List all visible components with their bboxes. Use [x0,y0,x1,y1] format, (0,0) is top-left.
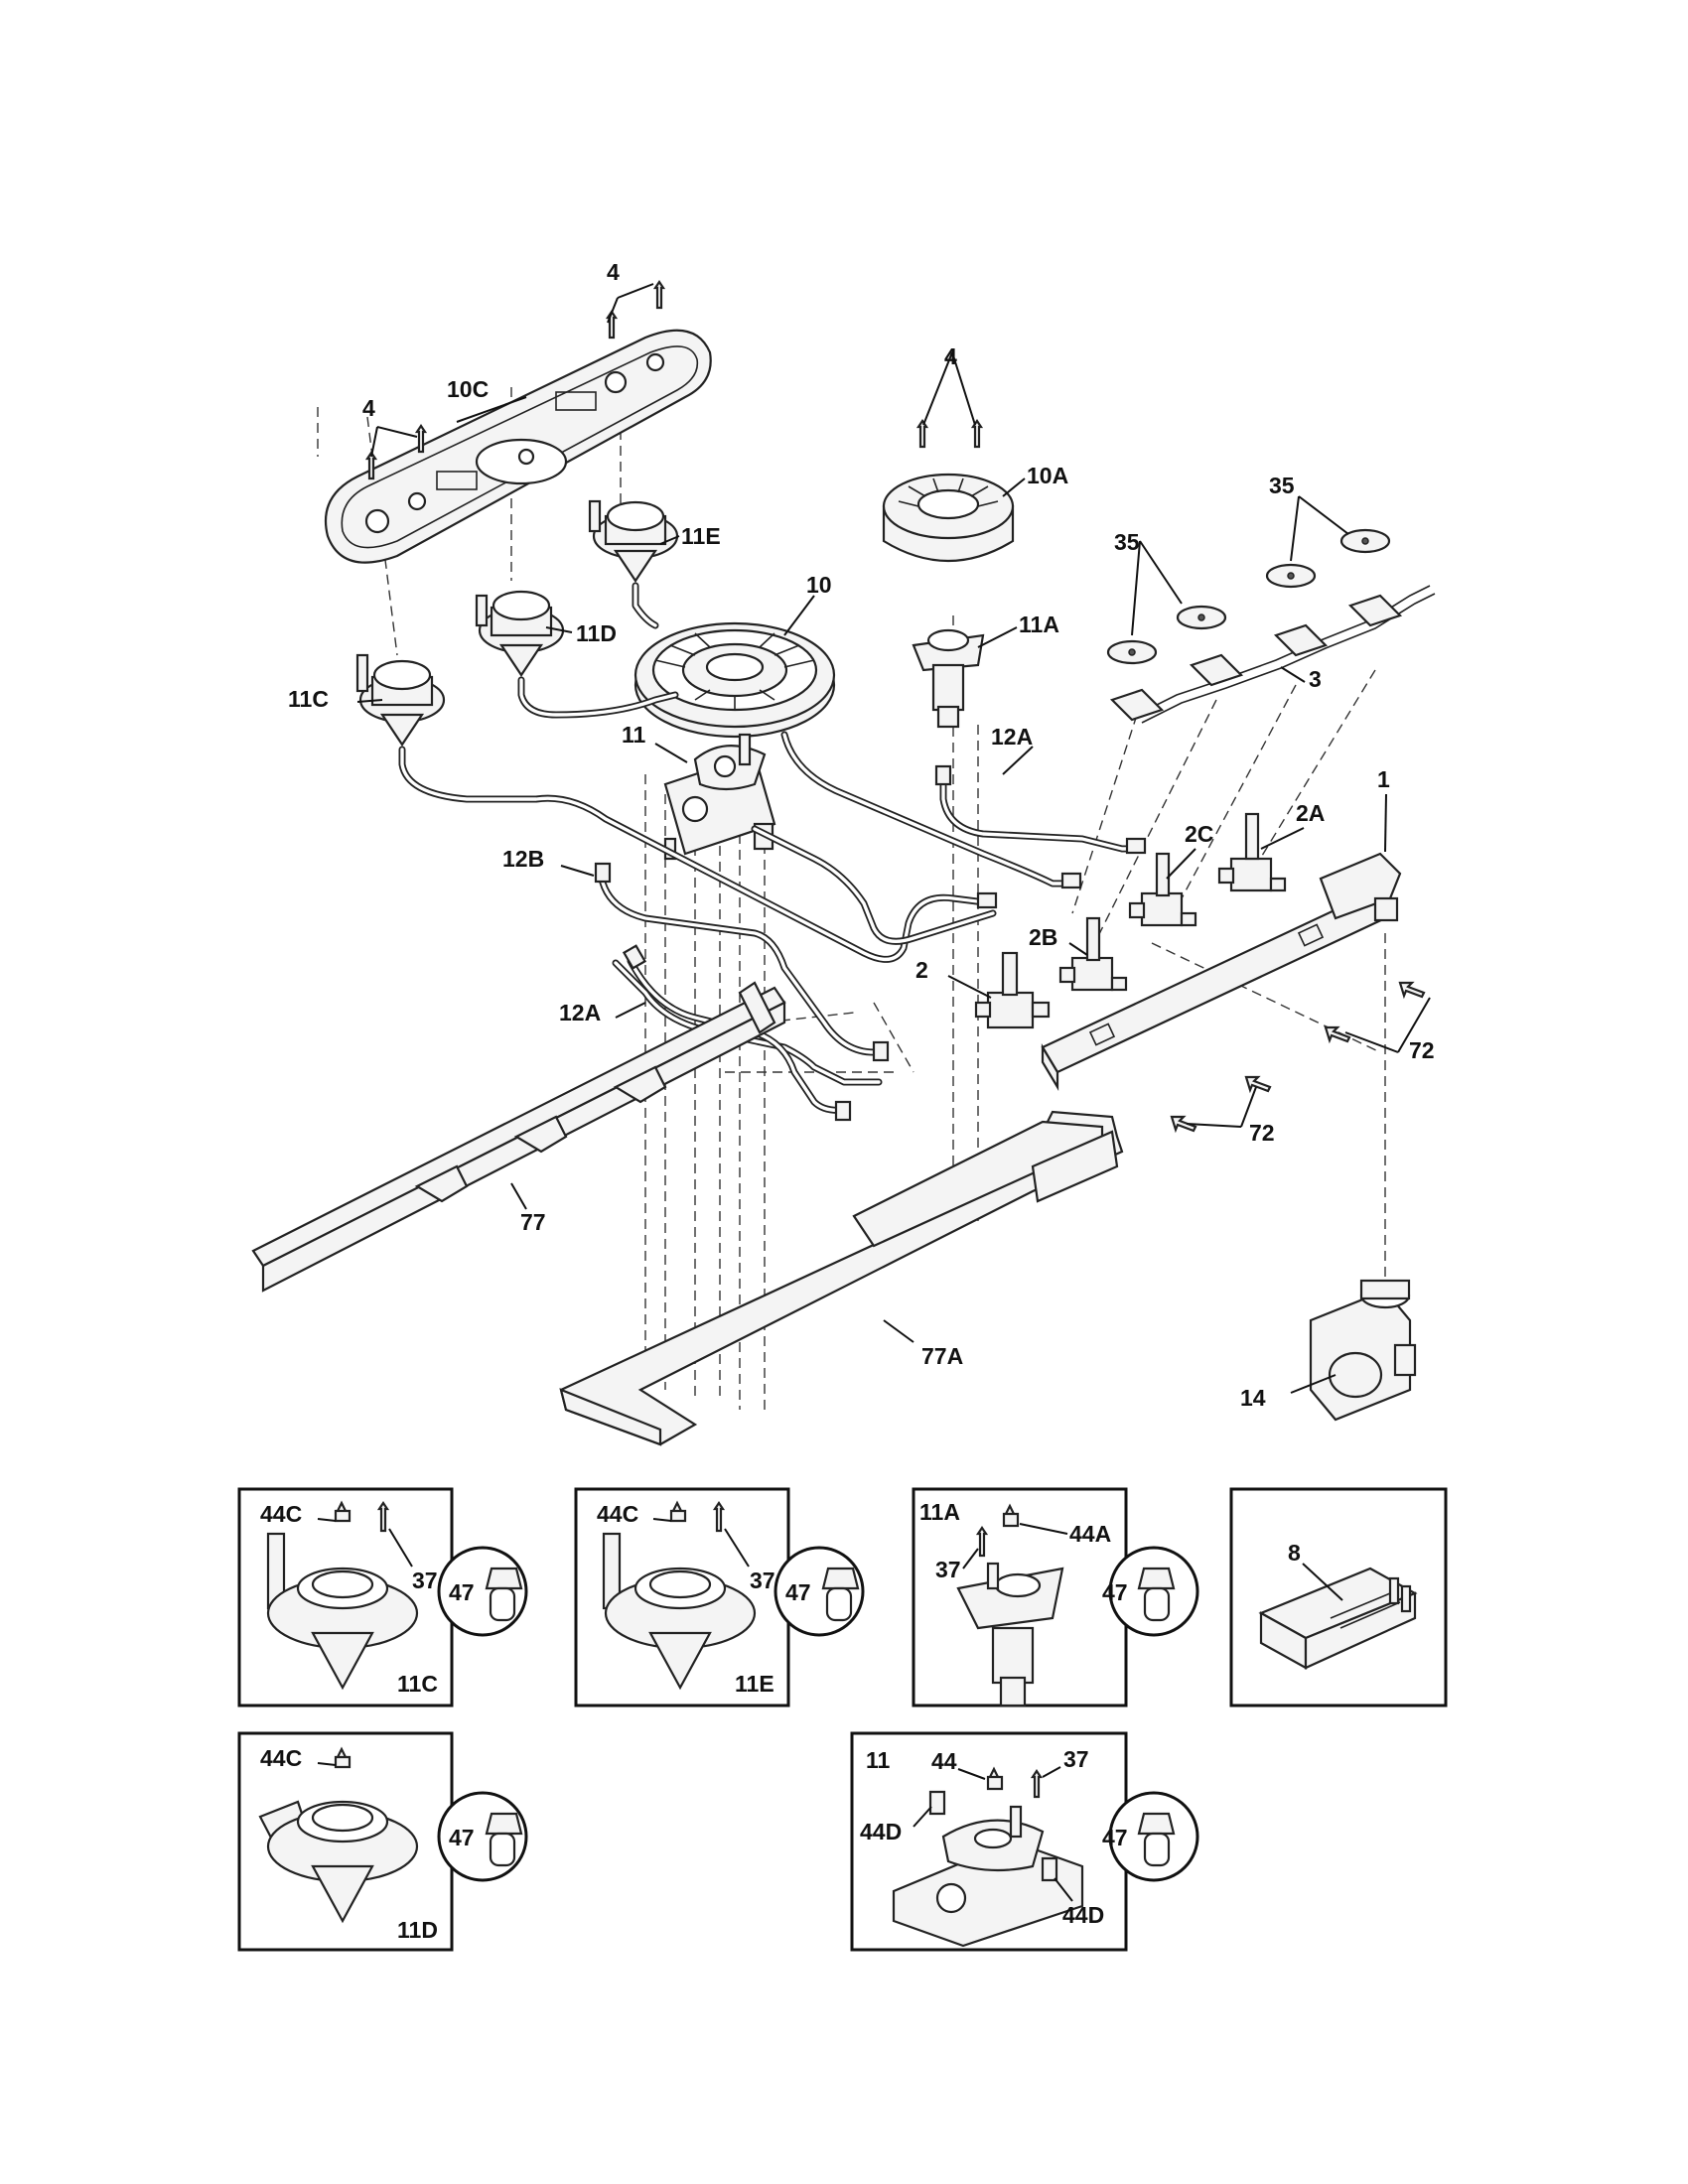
callout-2b: 2B [1029,924,1057,950]
burner-head-10c [324,329,712,564]
inset-11e-title: 11E [735,1671,774,1697]
callout-2c: 2C [1185,821,1213,847]
regulator-icon [1309,1279,1417,1422]
gas-valve-2c [1128,852,1197,927]
callout-12a-bottom: 12A [559,1000,601,1025]
inset-11d-47: 47 [449,1825,475,1850]
callout-4-top: 4 [607,259,620,285]
callout-4-mid: 4 [944,343,957,369]
inset-11c-title: 11C [397,1671,438,1697]
callout-10: 10 [806,572,832,598]
inset-11-37: 37 [1063,1746,1089,1772]
inset-11: 11 44 37 44D 44D 47 [850,1731,1199,1952]
inset-11a-37: 37 [935,1557,961,1582]
burner-base-11e [588,499,679,583]
burner-base-11 [663,733,776,861]
callout-72-right: 72 [1409,1037,1435,1063]
callout-14: 14 [1240,1385,1266,1411]
callout-35-top: 35 [1269,473,1295,498]
gas-tubes [398,582,1146,1114]
spark-caps-35 [1106,528,1391,665]
inset-11c: 44C 37 11C 47 [237,1487,528,1707]
inset-11d: 44C 11D 47 [237,1731,528,1952]
inset-8: 8 [1229,1487,1448,1707]
screw-72 [1170,981,1426,1134]
burner-base-11a [912,628,985,729]
burner-cap-10a [882,473,1015,562]
tube-fittings [594,764,1147,1122]
callout-11e: 11E [681,523,721,549]
callout-77a: 77A [921,1343,963,1369]
inset-11e: 44C 37 11E 47 [574,1487,865,1707]
callout-2a: 2A [1296,800,1325,826]
inset-11e-37: 37 [750,1568,775,1593]
inset-11-47: 47 [1102,1825,1128,1850]
spark-harness-3 [1109,585,1436,724]
inset-11c-37: 37 [412,1568,438,1593]
inset-11c-44c: 44C [260,1501,302,1527]
inset-11-44d-right: 44D [1062,1902,1104,1928]
burner-base-11c [355,653,446,747]
inset-11a: 11A 44A 37 47 [912,1487,1199,1707]
inset-8-label: 8 [1288,1540,1301,1566]
inset-11a-44a: 44A [1069,1521,1111,1547]
callout-11: 11 [622,722,646,748]
callout-leaders [356,283,1431,1394]
inset-11a-title: 11A [919,1499,960,1525]
inset-11d-title: 11D [397,1917,438,1943]
callout-10c: 10C [447,376,489,402]
bracket-77a [559,1110,1124,1446]
inset-11e-44c: 44C [597,1501,638,1527]
callout-72-bottom: 72 [1249,1120,1275,1146]
callout-77: 77 [520,1209,546,1235]
burner-base-11d [475,590,565,677]
callout-10a: 10A [1027,463,1068,488]
callout-4-left: 4 [362,395,375,421]
callout-labels: 4 4 4 10C 10A 10 11E 11D 11C 11A 11 35 3… [288,259,1435,1411]
inset-11-44d-left: 44D [860,1819,902,1844]
gas-valve-2b [1058,916,1128,992]
manifold-1 [1041,852,1402,1091]
inset-11-title: 11 [866,1747,891,1773]
bracket-77 [251,981,786,1293]
callout-11a: 11A [1019,612,1059,637]
inset-11d-44c: 44C [260,1745,302,1771]
inset-11-44: 44 [931,1748,957,1774]
gas-valve-2 [974,951,1051,1029]
callout-12b: 12B [502,846,544,872]
inset-11e-47: 47 [785,1579,811,1605]
callout-3: 3 [1309,666,1322,692]
burner-10 [633,621,836,739]
callout-11d: 11D [576,620,617,646]
gas-valve-2a [1217,812,1287,892]
callout-12a-top: 12A [991,724,1033,750]
callout-35-left: 35 [1114,529,1140,555]
callout-11c: 11C [288,686,329,712]
inset-11c-47: 47 [449,1579,475,1605]
callout-2: 2 [915,957,928,983]
inset-11a-47: 47 [1102,1579,1128,1605]
callout-1: 1 [1377,766,1390,792]
